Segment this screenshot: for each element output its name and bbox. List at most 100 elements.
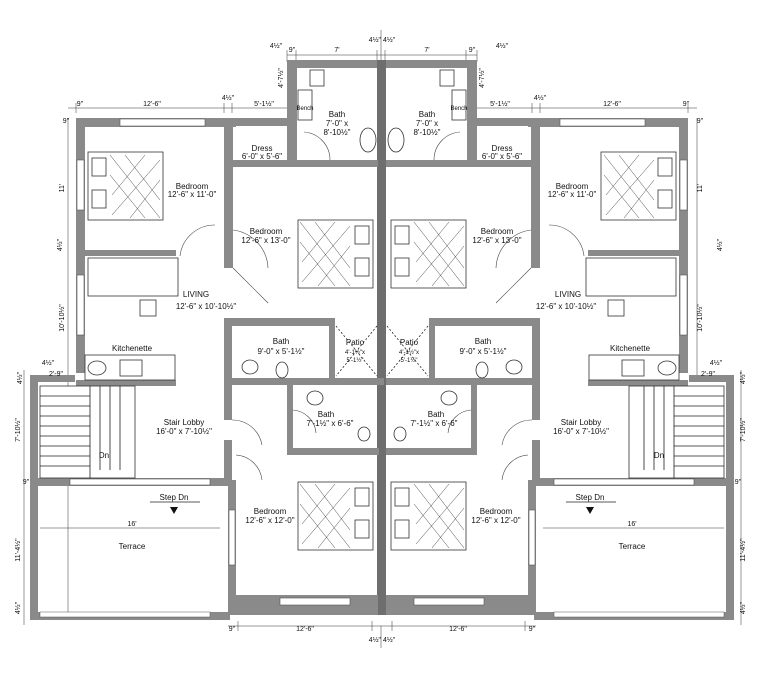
room-labels: Bath 7'-0" x 8'-10½" Bath 7'-0" x 8'-10½… — [99, 106, 664, 551]
room-living-left-size: 12'-6" x 10'-10½" — [176, 302, 236, 311]
dim-bottom-9-right: 9" — [529, 626, 536, 633]
bench-left-label: Bench — [296, 106, 313, 112]
dim-side-9-b-left: 9" — [23, 479, 30, 486]
room-bedroom-outer-right-size: 12'-6" x 11'-0" — [548, 190, 597, 199]
dim-bottom-center: 4½" 4½" — [369, 636, 396, 644]
room-patio-right-size2: 5'-1½" — [401, 357, 418, 364]
room-dress-left-size: 6'-0" x 5'-6" — [242, 152, 282, 161]
room-stair-lobby-right-name: Stair Lobby — [561, 418, 601, 427]
dim-side-7-10half-right: 7'-10½" — [739, 418, 747, 442]
room-living-right-name: LIVING — [555, 290, 581, 299]
room-terrace-right: Terrace — [619, 542, 646, 551]
dim-kit-4half-right: 4½" — [710, 359, 723, 367]
room-dress-right-name: Dress — [492, 144, 513, 153]
dim-side-11-left: 11' — [59, 184, 66, 193]
room-bedroom-mid-left-size: 12'-6" x 13'-0" — [241, 236, 290, 245]
stair-dn-right-label: Dn — [654, 451, 664, 460]
dim-side-4half-b-left: 4½" — [16, 371, 24, 384]
dim-row2-4half-right: 4½" — [534, 94, 547, 102]
dim-top-9-left: 9" — [289, 47, 296, 54]
dim-bottom-12-6-right: 12'-6" — [449, 626, 467, 633]
dim-kit-4half-left: 4½" — [42, 359, 55, 367]
dim-right-4-7half: 4'-7½" — [478, 68, 486, 88]
room-stair-lobby-left-size: 16'-0" x 7'-10½" — [156, 427, 212, 436]
dim-kit-2-9-left: 2'-9" — [49, 371, 63, 378]
dim-side-4half-c-left: 4½" — [14, 601, 22, 614]
dim-side-4half-right: 4½" — [716, 238, 724, 251]
fixtures — [39, 69, 725, 551]
room-bedroom-outer-left-size: 12'-6" x 11'-0" — [168, 190, 217, 199]
stair-dn-left-label: Dn — [99, 451, 109, 460]
room-dress-right-size: 6'-0" x 5'-6" — [482, 152, 522, 161]
room-bedroom-mid-right-size: 12'-6" x 13'-0" — [472, 236, 521, 245]
dim-row2-9-left: 9" — [77, 101, 84, 108]
room-bath-mid-left-size: 9'-0" x 5'-1½" — [258, 347, 305, 356]
dim-top-9-right: 9" — [469, 47, 476, 54]
room-dress-left-name: Dress — [252, 144, 273, 153]
room-living-right-size: 12'-6" x 10'-10½" — [536, 302, 596, 311]
room-bath-top-left-size2: 8'-10½" — [323, 128, 350, 137]
room-kitchenette-left: Kitchenette — [112, 344, 153, 353]
dim-side-7-10half-left: 7'-10½" — [14, 418, 22, 442]
windows — [39, 118, 725, 618]
dim-side-11-right: 11' — [697, 184, 704, 193]
room-patio-right-size: 4'-1½"x — [399, 349, 419, 356]
bench-right-label: Bench — [450, 106, 467, 112]
room-bedroom-mid-right-name: Bedroom — [481, 227, 514, 236]
dim-top-7-left: 7' — [334, 47, 339, 54]
walls — [30, 60, 734, 620]
room-bath-top-right-size2: 8'-10½" — [413, 128, 440, 137]
dim-row2-5-1half-left: 5'-1½" — [254, 100, 274, 108]
room-patio-right-name: Patio — [400, 338, 419, 347]
room-patio-left-size2: 5'-1½" — [347, 357, 364, 364]
room-bath-low-right-size: 7'-1½" x 6'-6" — [411, 419, 458, 428]
dim-terrace-16-right: 16' — [627, 521, 636, 528]
room-bath-mid-left-name: Bath — [273, 337, 289, 346]
dim-bottom-9-left: 9" — [229, 626, 236, 633]
room-stair-lobby-right-size: 16'-0" x 7'-10½" — [553, 427, 609, 436]
room-bath-mid-right-name: Bath — [475, 337, 491, 346]
dim-side-4half-left: 4½" — [56, 238, 64, 251]
step-dn-right-label: Step Dn — [576, 493, 605, 502]
room-bedroom-low-left-size: 12'-6" x 12'-0" — [245, 516, 294, 525]
room-bath-low-left-size: 7'-1½" x 6'-6" — [307, 419, 354, 428]
dim-bottom-12-6-left: 12'-6" — [296, 626, 314, 633]
room-bedroom-low-right-name: Bedroom — [480, 507, 513, 516]
room-bath-top-right-name: Bath — [419, 110, 435, 119]
dim-row2-5-1half-right: 5'-1½" — [490, 100, 510, 108]
dim-row2-9-right: 9" — [683, 101, 690, 108]
dim-side-11-4half-right: 11'-4½" — [739, 538, 747, 562]
dimension-lines — [23, 30, 742, 648]
room-living-left-name: LIVING — [183, 290, 209, 299]
dim-side-10-10half-right: 10'-10½" — [696, 304, 704, 332]
room-patio-left-size: 4'-1½"x — [345, 349, 365, 356]
dim-side-9-top-left: 9" — [63, 118, 70, 125]
dim-kit-2-9-right: 2'-9" — [701, 371, 715, 378]
room-bedroom-low-right-size: 12'-6" x 12'-0" — [471, 516, 520, 525]
dim-side-9-b-right: 9" — [735, 479, 742, 486]
room-bath-top-right-size: 7'-0" x — [416, 119, 438, 128]
room-bedroom-outer-right-name: Bedroom — [556, 182, 589, 191]
step-dn-left-label: Step Dn — [160, 493, 189, 502]
dim-row2-12-6-left: 12'-6" — [143, 101, 161, 108]
room-bedroom-mid-left-name: Bedroom — [250, 227, 283, 236]
dim-side-11-4half-left: 11'-4½" — [14, 538, 22, 562]
room-bath-low-right-name: Bath — [428, 410, 444, 419]
dim-top-center: 4½" 4½" — [369, 36, 396, 44]
dim-top-4half-left: 4½" — [270, 42, 283, 50]
room-bath-top-left-size: 7'-0" x — [326, 119, 348, 128]
dim-top-4half-right: 4½" — [496, 42, 509, 50]
dim-side-10-10half-left: 10'-10½" — [58, 304, 66, 332]
room-terrace-left: Terrace — [119, 542, 146, 551]
room-stair-lobby-left-name: Stair Lobby — [164, 418, 204, 427]
dim-row2-4half-left: 4½" — [222, 94, 235, 102]
dim-terrace-16-left: 16' — [127, 521, 136, 528]
dim-row2-12-6-right: 12'-6" — [603, 101, 621, 108]
room-bath-low-left-name: Bath — [318, 410, 334, 419]
room-bath-mid-right-size: 9'-0" x 5'-1½" — [460, 347, 507, 356]
dim-top-7-right: 7' — [424, 47, 429, 54]
room-bedroom-low-left-name: Bedroom — [254, 507, 287, 516]
dim-side-9-top-right: 9" — [697, 118, 704, 125]
room-bath-top-left-name: Bath — [329, 110, 345, 119]
